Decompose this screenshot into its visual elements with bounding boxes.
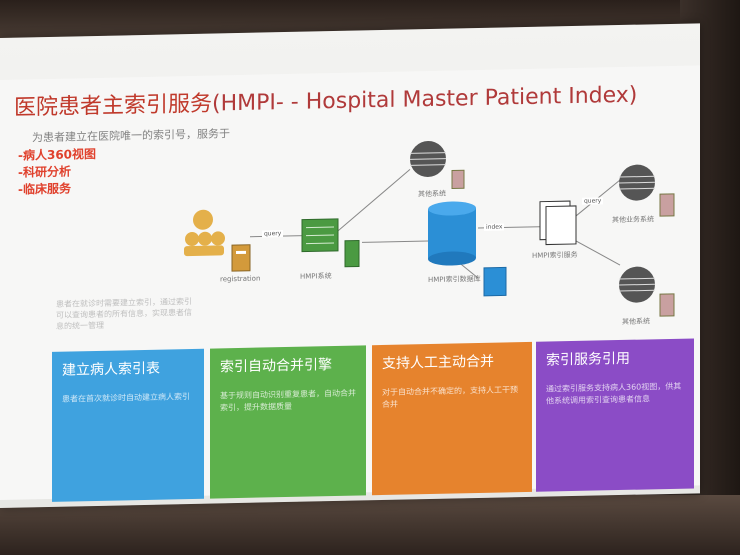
- edge: [459, 262, 479, 279]
- panel-body: 对于自动合并不确定的，支持人工干预合并: [382, 385, 518, 409]
- globe-icon: [619, 266, 675, 317]
- panel-body: 患者在首次就诊时自动建立病人索引: [62, 392, 190, 404]
- database-icon: [428, 201, 507, 297]
- architecture-diagram: [184, 141, 675, 317]
- panel-merge-engine: 索引自动合并引擎 基于规则自动识别重复患者，自动合并索引，提升数据质量: [210, 345, 366, 499]
- node-label-top-system: 其他系统: [418, 189, 446, 199]
- edge-label: query: [582, 197, 604, 205]
- node-label-right-bottom: 其他系统: [622, 317, 650, 326]
- node-label-database: HMPI索引数据库: [428, 274, 481, 285]
- node-label-hmpi: HMPI系统: [300, 272, 332, 281]
- edge-label: index: [484, 223, 505, 231]
- panel-title: 建立病人索引表: [62, 360, 160, 379]
- server-icon: [231, 244, 251, 272]
- panel-title: 索引自动合并引擎: [220, 357, 332, 376]
- edge: [337, 169, 411, 232]
- people-icon: [184, 209, 225, 257]
- panel-body: 基于规则自动识别重复患者，自动合并索引，提升数据质量: [220, 388, 356, 413]
- projection-screen: 医院患者主索引服务(HMPI- - Hospital Master Patien…: [0, 23, 700, 508]
- node-label-right-top: 其他业务系统: [612, 215, 654, 225]
- node-label-index-service: HMPI索引服务: [532, 250, 578, 260]
- panel-title: 支持人工主动合并: [382, 353, 494, 372]
- edge: [362, 240, 428, 243]
- panel-manual-merge: 支持人工主动合并 对于自动合并不确定的，支持人工干预合并: [372, 341, 532, 496]
- node-label-registration: registration: [220, 274, 261, 284]
- server-icon: [301, 218, 360, 268]
- panel-body: 通过索引服务支持病人360视图，供其他系统调用索引查询患者信息: [546, 381, 682, 406]
- document-icon: [539, 200, 577, 246]
- panel-patient-index: 建立病人索引表 患者在首次就诊时自动建立病人索引: [52, 348, 204, 502]
- globe-icon: [410, 141, 465, 190]
- edge-label: query: [262, 230, 284, 238]
- panel-index-service: 索引服务引用 通过索引服务支持病人360视图，供其他系统调用索引查询患者信息: [536, 338, 694, 492]
- edge: [575, 240, 621, 266]
- globe-icon: [619, 164, 675, 217]
- panel-title: 索引服务引用: [546, 350, 630, 369]
